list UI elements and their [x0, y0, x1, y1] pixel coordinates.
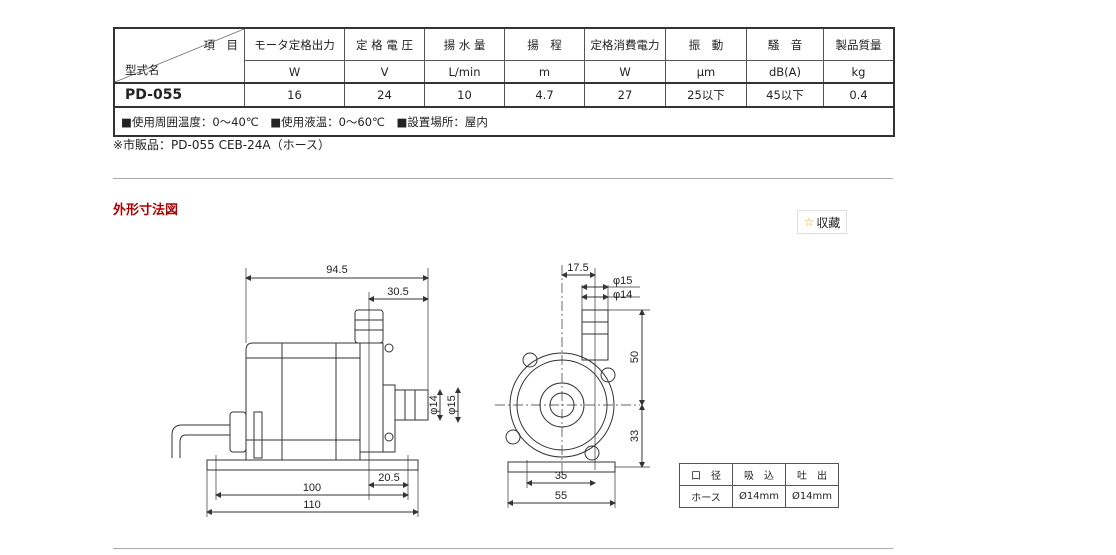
corner-model-label: 型式名	[125, 63, 160, 77]
dim-outlet-offset: 30.5	[387, 286, 408, 298]
dim-offset: 17.5	[567, 262, 588, 274]
header-cell: 振 動	[665, 27, 747, 61]
port-cell: ホース	[679, 485, 733, 508]
favorite-label: 収藏	[816, 215, 841, 230]
dim-inlet-d14: φ14	[428, 395, 440, 414]
dim-overall: 94.5	[326, 264, 347, 276]
header-cell: 騒 音	[746, 27, 824, 61]
favorite-button[interactable]: ☆ 収藏	[797, 210, 847, 234]
star-icon: ☆	[803, 215, 815, 229]
port-header: 吸 込	[732, 463, 786, 486]
front-view	[495, 265, 650, 508]
operating-notes: ■使用周囲温度：0〜40℃ ■使用液温：0〜60℃ ■設置場所：屋内	[113, 106, 895, 137]
dim-inlet-d15: φ15	[446, 395, 458, 414]
spec-table: 項 目 型式名 モータ定格出力 定 格 電 圧 揚 水 量 揚 程 定格消費電力…	[113, 27, 895, 137]
divider-bottom	[113, 548, 893, 549]
port-table: 口 径 吸 込 吐 出 ホース Ø14mm Ø14mm	[679, 463, 839, 508]
value-cell: 45以下	[746, 82, 824, 108]
port-cell: Ø14mm	[785, 485, 839, 508]
model-name: PD-055	[113, 82, 245, 108]
value-cell: 0.4	[823, 82, 895, 108]
header-cell: 製品質量	[823, 27, 895, 61]
section-title: 外形寸法図	[113, 203, 179, 218]
divider	[113, 178, 893, 179]
dim-height-top: 50	[629, 351, 641, 363]
port-cell: Ø14mm	[732, 485, 786, 508]
retail-note: ※市販品：PD-055 CEB-24A（ホース）	[113, 138, 330, 152]
value-cell: 24	[344, 82, 425, 108]
header-cell: 定 格 電 圧	[344, 27, 425, 61]
port-header: 吐 出	[785, 463, 839, 486]
dim-d14: φ14	[613, 289, 632, 301]
corner-item-label: 項 目	[203, 38, 239, 52]
side-view	[171, 268, 461, 517]
header-cell: 定格消費電力	[584, 27, 666, 61]
dim-base-length: 110	[303, 499, 321, 511]
value-cell: 10	[424, 82, 505, 108]
dim-base-width: 55	[555, 490, 567, 502]
dim-hole-pitch: 35	[555, 470, 567, 482]
dim-d15: φ15	[613, 275, 632, 287]
unit-cell: L/min	[424, 60, 505, 84]
corner-cell: 項 目 型式名	[113, 27, 245, 84]
dim-base-offset: 20.5	[378, 472, 399, 484]
dim-height-bottom: 33	[629, 430, 641, 442]
port-header: 口 径	[679, 463, 733, 486]
unit-cell: μm	[665, 60, 747, 84]
dim-base-holes: 100	[303, 482, 321, 494]
